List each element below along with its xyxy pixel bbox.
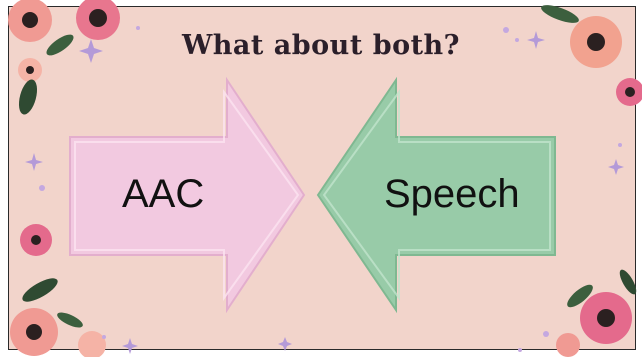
speech-label: Speech bbox=[384, 172, 520, 216]
leaf-icon bbox=[22, 278, 83, 328]
leaf-icon bbox=[567, 269, 637, 308]
leaf-icon bbox=[18, 34, 74, 115]
aac-label: AAC bbox=[122, 172, 205, 216]
flower-icon bbox=[8, 0, 120, 82]
flower-icon bbox=[10, 308, 106, 357]
dot-icon bbox=[39, 26, 622, 352]
leaf-icon bbox=[541, 5, 579, 23]
flower-icon bbox=[570, 16, 642, 106]
flower-icon bbox=[556, 292, 632, 357]
aac-arrow bbox=[69, 76, 306, 314]
flower-icon bbox=[20, 224, 52, 256]
slide-title: What about both? bbox=[181, 30, 460, 61]
speech-arrow bbox=[316, 76, 556, 314]
sparkle-icon bbox=[25, 31, 624, 354]
